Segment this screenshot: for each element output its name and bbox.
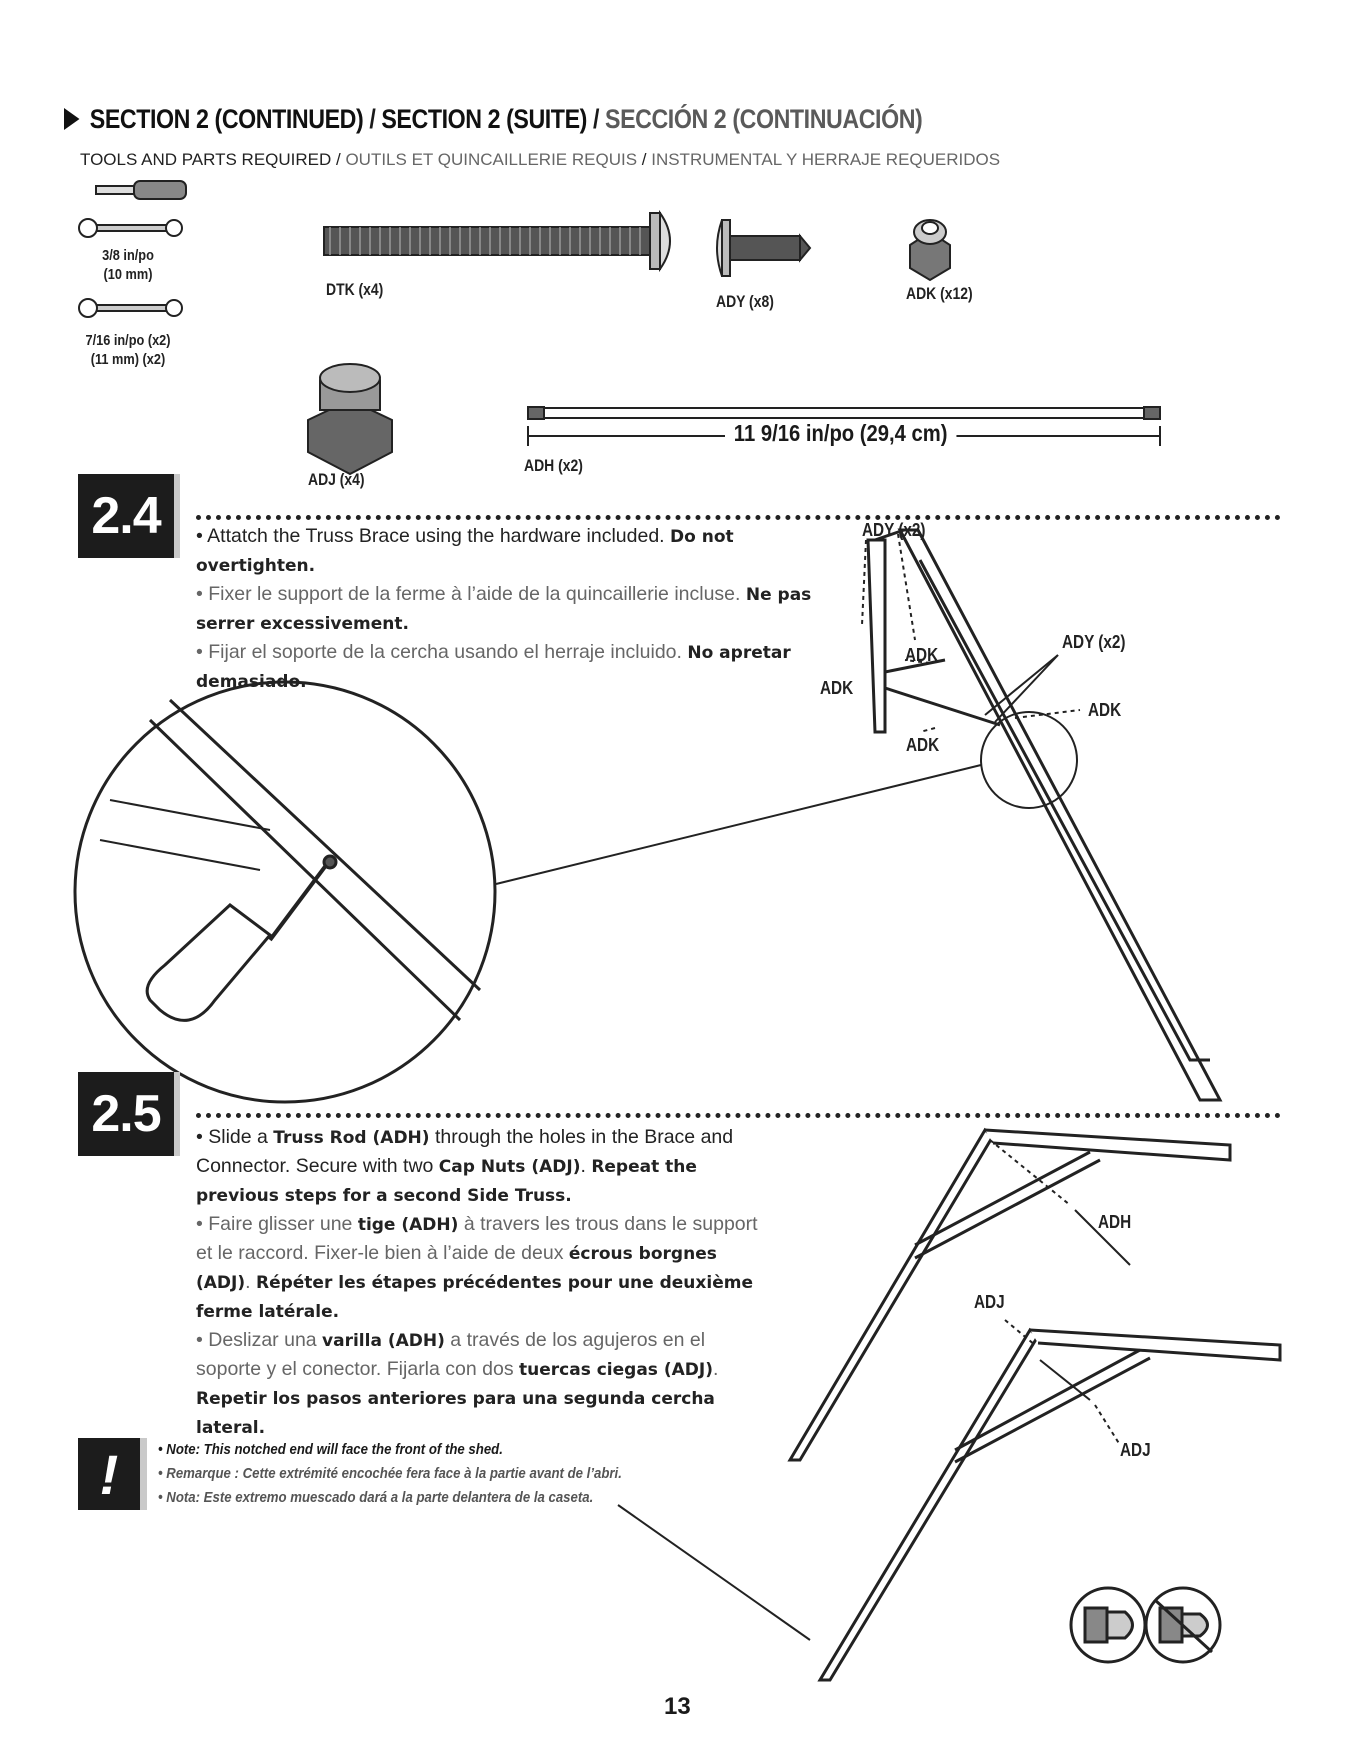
step-2-4-instructions: • Attatch the Truss Brace using the hard… bbox=[196, 525, 812, 692]
magnified-detail bbox=[73, 680, 497, 1104]
tools-parts-heading: TOOLS AND PARTS REQUIRED / OUTILS ET QUI… bbox=[80, 150, 1001, 169]
step-2-5-instructions: • Slide a Truss Rod (ADH) through the ho… bbox=[196, 1126, 758, 1438]
dtk-bolt-icon bbox=[323, 209, 671, 273]
diagram-label-ady: ADY (x2) bbox=[1062, 632, 1126, 652]
adh-rod-icon bbox=[527, 406, 1161, 420]
ady-screw-icon bbox=[716, 219, 812, 277]
diagram-label-adk: ADK bbox=[905, 645, 939, 665]
play-triangle-icon bbox=[64, 108, 80, 130]
cap-nut-comparison bbox=[1069, 1586, 1222, 1664]
page-number: 13 bbox=[664, 1693, 691, 1720]
step-badge-2-5: 2.5 bbox=[78, 1072, 180, 1156]
adk-nut-icon bbox=[909, 219, 951, 282]
diagram-label-adj: ADJ bbox=[974, 1292, 1005, 1312]
wrench-icon bbox=[78, 218, 183, 238]
part-label-dtk: DTK (x4) bbox=[326, 280, 384, 299]
step-2-4-truss-diagram bbox=[495, 528, 1223, 1102]
diagram-label-adh: ADH bbox=[1098, 1212, 1132, 1232]
adj-cap-nut-icon bbox=[307, 363, 393, 476]
part-label-ady: ADY (x8) bbox=[716, 292, 774, 311]
diagram-label-adk: ADK bbox=[906, 735, 940, 755]
divider bbox=[196, 515, 1281, 520]
diagram-label-ady: ADY (x2) bbox=[862, 520, 926, 540]
screwdriver-icon bbox=[95, 180, 187, 200]
part-label-adk: ADK (x12) bbox=[906, 284, 973, 303]
wrench-size-label: 3/8 in/po (10 mm) bbox=[102, 247, 154, 283]
rod-length-label: 11 9/16 in/po (29,4 cm) bbox=[725, 420, 957, 447]
wrench-size-label: 7/16 in/po (x2) (11 mm) (x2) bbox=[85, 332, 171, 368]
divider bbox=[196, 1113, 1281, 1118]
note-text: • Note: This notched end will face the f… bbox=[158, 1441, 622, 1506]
page-title: SECTION 2 (CONTINUED) / SECTION 2 (SUITE… bbox=[64, 104, 923, 135]
diagram-label-adk: ADK bbox=[1088, 700, 1122, 720]
step-2-5-truss-diagram bbox=[617, 1127, 1282, 1682]
step-badge-2-4: 2.4 bbox=[78, 474, 180, 558]
wrench-icon bbox=[78, 298, 183, 318]
diagram-label-adk: ADK bbox=[820, 678, 854, 698]
part-label-adj: ADJ (x4) bbox=[308, 470, 365, 489]
part-label-adh: ADH (x2) bbox=[524, 456, 583, 475]
warning-icon: ! bbox=[78, 1438, 147, 1510]
diagram-label-adj: ADJ bbox=[1120, 1440, 1151, 1460]
